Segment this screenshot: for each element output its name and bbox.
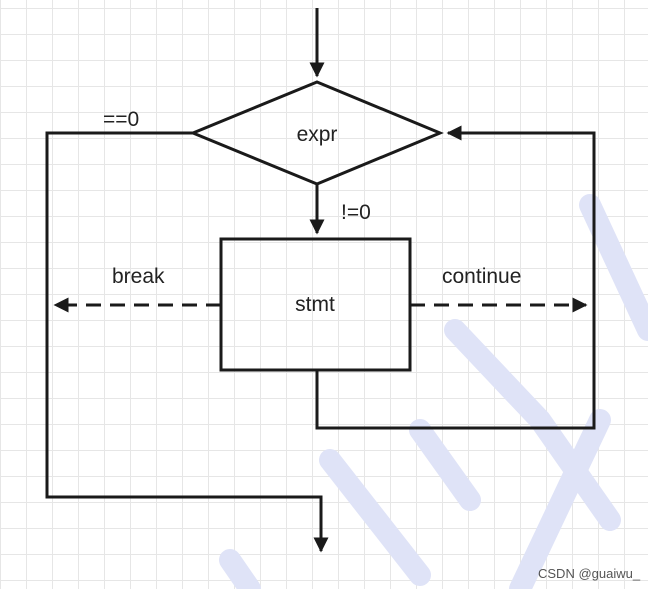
true-branch-label: !=0 [341, 201, 371, 224]
break-label: break [112, 265, 165, 288]
continue-label: continue [442, 265, 521, 288]
loop-back-path [315, 125, 596, 430]
watermark-text: CSDN @guaiwu_ [538, 566, 641, 581]
false-branch-path [45, 131, 329, 553]
watermark-strokes [219, 194, 648, 589]
statement-label: stmt [295, 293, 335, 316]
condition-label: expr [297, 123, 338, 146]
false-branch-label: ==0 [103, 108, 139, 131]
